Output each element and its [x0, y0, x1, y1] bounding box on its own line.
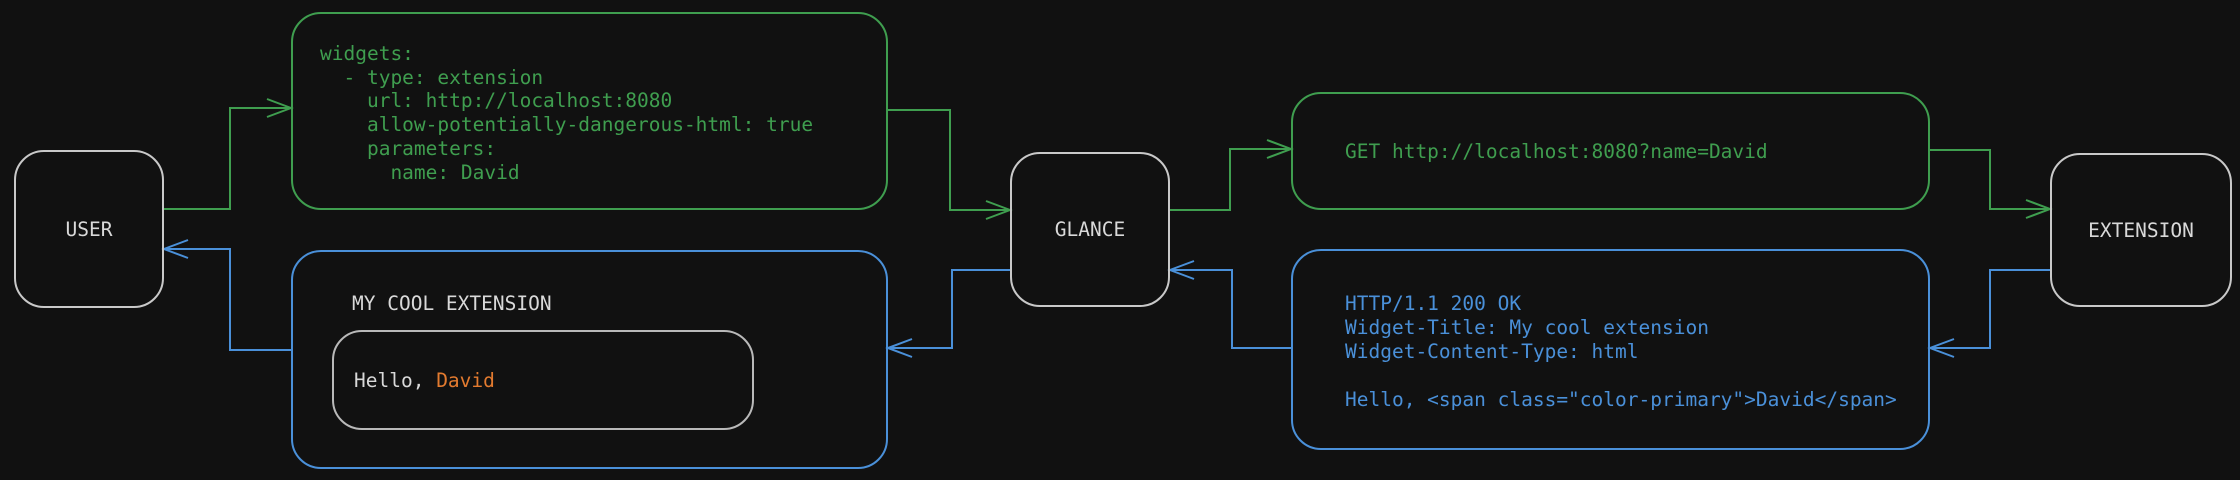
widget-title: MY COOL EXTENSION	[352, 292, 552, 315]
arrow-request-to-extension	[1930, 149, 2053, 219]
http-response-line	[1345, 364, 1918, 388]
http-request-line: GET http://localhost:8080?name=David	[1345, 139, 1768, 163]
widget-content-frame: Hello, David	[332, 330, 754, 430]
yaml-config-line: name: David	[320, 160, 520, 184]
yaml-config-line: widgets:	[320, 42, 414, 65]
node-extension: EXTENSION	[2050, 153, 2232, 307]
http-response-line: Widget-Content-Type: html	[1345, 340, 1639, 363]
arrow-widget-to-user	[161, 239, 291, 351]
yaml-config-box: widgets: - type: extension url: http://l…	[291, 12, 888, 210]
node-user-label: USER	[65, 217, 113, 241]
http-response-line: Widget-Title: My cool extension	[1345, 316, 1709, 339]
http-response-line: HTTP/1.1 200 OK	[1345, 292, 1522, 315]
node-glance: GLANCE	[1010, 152, 1170, 307]
arrow-glance-to-request	[1170, 139, 1294, 211]
arrow-extension-to-response	[1927, 269, 2050, 358]
http-request-box: GET http://localhost:8080?name=David	[1291, 92, 1930, 210]
arrow-response-to-glance	[1167, 260, 1291, 349]
arrow-glance-to-widget	[885, 269, 1010, 358]
widget-preview-box: MY COOL EXTENSION Hello, David	[291, 250, 888, 469]
greeting-name-highlight: David	[436, 368, 495, 392]
arrow-config-to-glance	[888, 109, 1013, 220]
http-response-line: Hello, <span class="color-primary">David…	[1345, 388, 1897, 411]
greeting-text: Hello,	[354, 368, 437, 392]
yaml-config-line: - type: extension	[320, 65, 544, 89]
http-response-box: HTTP/1.1 200 OK Widget-Title: My cool ex…	[1291, 249, 1930, 450]
node-glance-label: GLANCE	[1054, 218, 1126, 241]
node-user: USER	[14, 150, 164, 308]
arrow-user-to-config	[164, 98, 294, 210]
yaml-config-line: allow-potentially-dangerous-html: true	[320, 113, 814, 137]
node-extension-label: EXTENSION	[2088, 218, 2194, 242]
yaml-config-line: url: http://localhost:8080	[320, 89, 673, 113]
yaml-config-line: parameters:	[320, 136, 497, 160]
